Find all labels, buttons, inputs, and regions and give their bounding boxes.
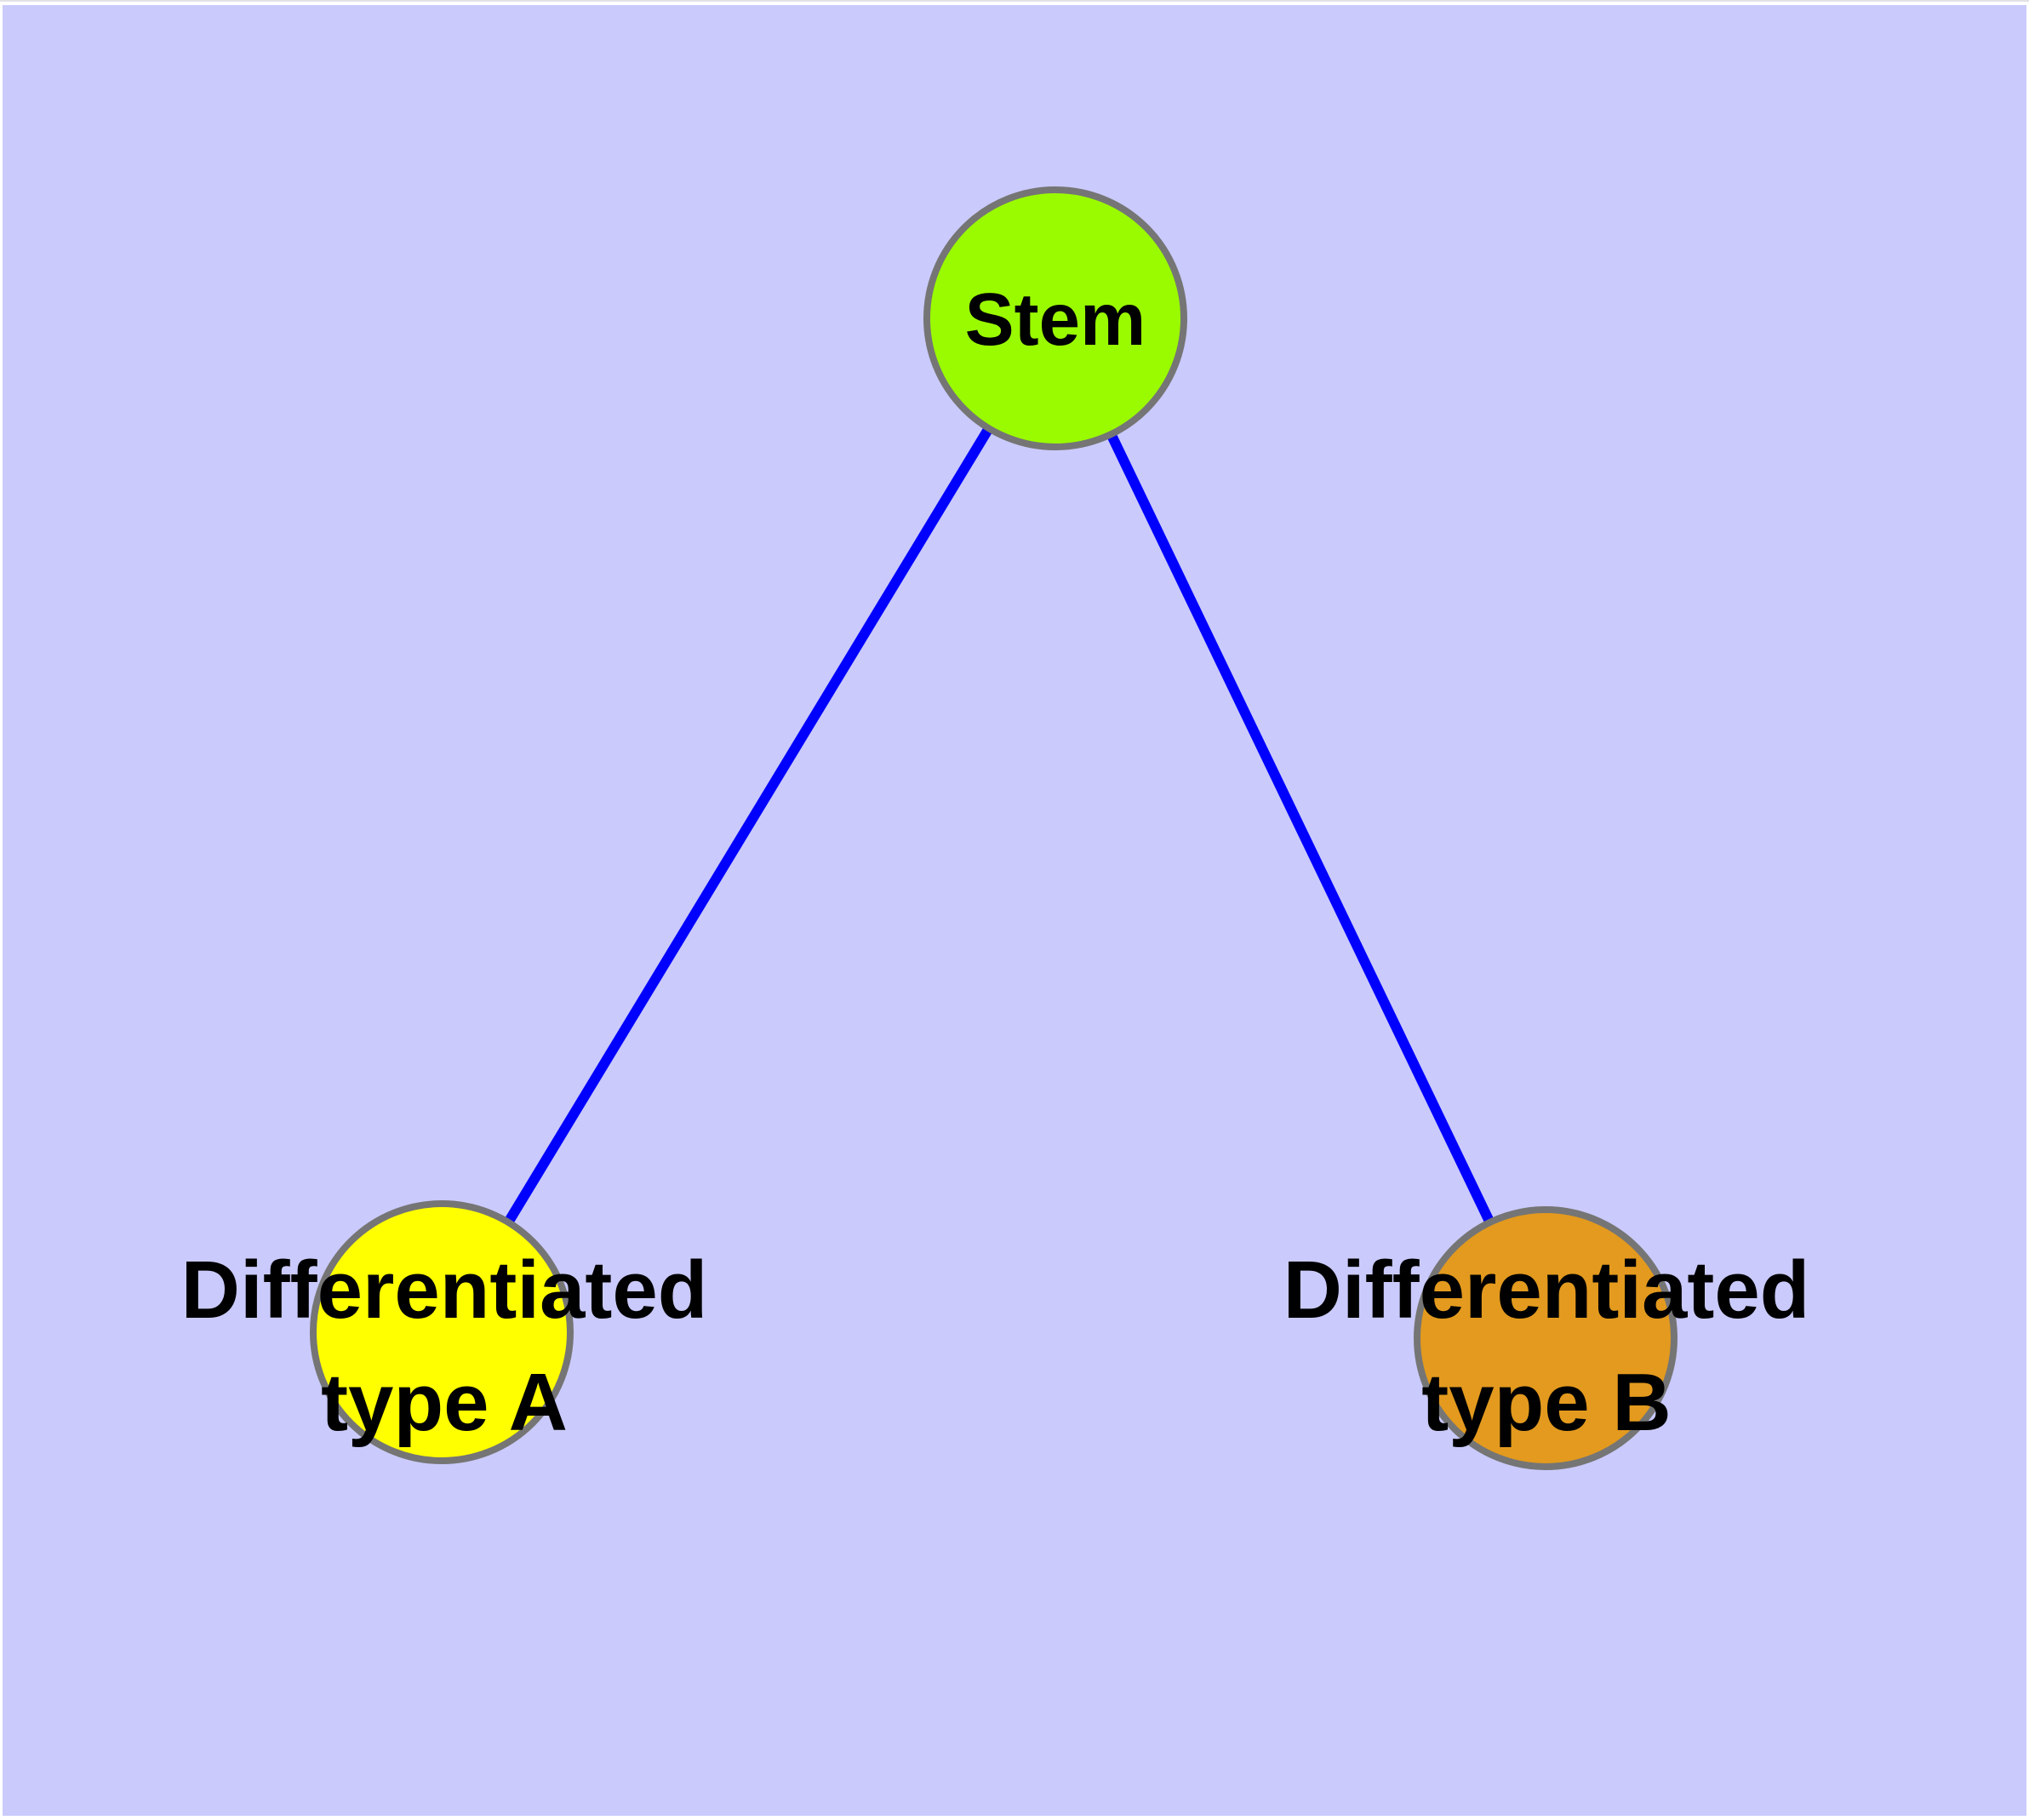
node-stem-label: Stem	[965, 278, 1146, 361]
edge-stem-to-type-a	[437, 315, 1060, 1336]
edge-layer	[437, 315, 1551, 1341]
edge-stem-to-type-b	[1050, 316, 1551, 1341]
node-stem: Stem	[923, 186, 1187, 450]
node-differentiated-type-a: Differentiated type A	[181, 1200, 708, 1464]
node-layer: Stem Differentiated type A Differentiate…	[181, 186, 1810, 1470]
top-hairline	[0, 0, 2029, 2]
node-type-b-circle	[1414, 1206, 1677, 1470]
node-type-b-label-line-1: Differentiated	[1283, 1245, 1810, 1336]
node-differentiated-type-b: Differentiated type B	[1283, 1206, 1810, 1470]
node-type-b-label-line-2: type B	[1421, 1357, 1671, 1448]
node-type-a-circle	[310, 1200, 574, 1464]
node-type-a-label-line-2: type A	[321, 1357, 568, 1448]
node-stem-circle	[923, 186, 1187, 450]
node-type-a-label-line-1: Differentiated	[181, 1245, 708, 1336]
